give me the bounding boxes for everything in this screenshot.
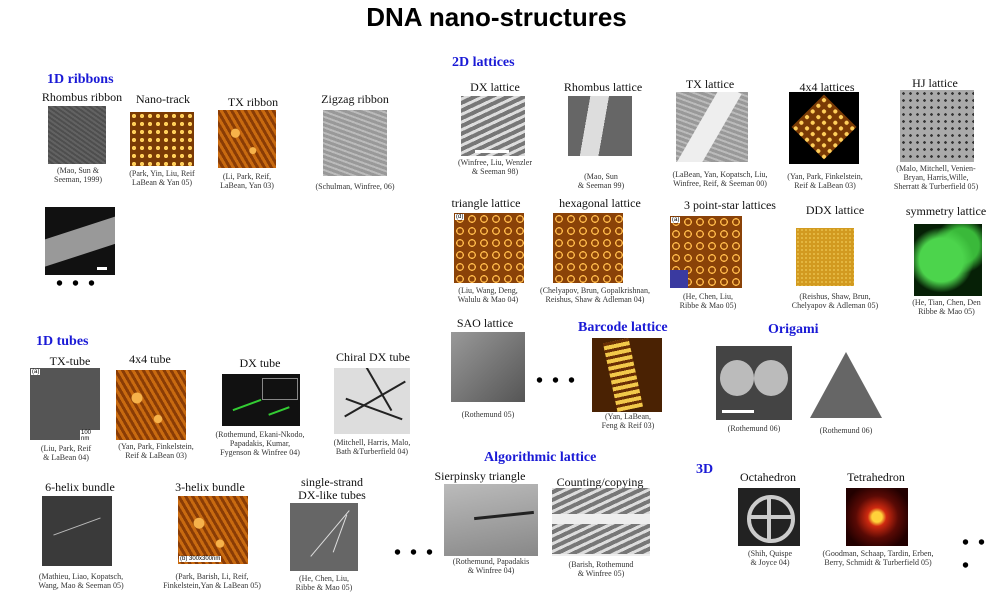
caption-4x4-lattices: (Yan, Park, Finkelstein, Reif & LaBean 0… [787, 172, 863, 190]
ellipsis-3d: • • • [962, 532, 988, 577]
ellipsis-tubes: • • • [394, 542, 436, 564]
label-symmetry-lattice: symmetry lattice [905, 204, 987, 218]
image-triangle-lattice: (d) [454, 213, 524, 283]
label-3-helix-bundle: 3-helix bundle [175, 480, 245, 494]
image-octahedron [738, 488, 800, 546]
image-tx-ribbon [218, 110, 276, 168]
image-chiral-dx-tube [334, 368, 410, 434]
section-3d: 3D [696, 462, 714, 477]
label-octahedron: Octahedron [740, 470, 796, 484]
label-chiral-dx-tube: Chiral DX tube [336, 350, 410, 364]
label-4x4-lattices: 4x4 lattices [799, 80, 855, 94]
image-origami-triangles [806, 350, 884, 422]
label-ddx-lattice: DDX lattice [805, 203, 865, 217]
image-origami-smiley [716, 346, 792, 420]
section-origami: Origami [768, 322, 819, 337]
image-counting-copying [552, 488, 650, 556]
label-tx-lattice: TX lattice [685, 77, 735, 91]
label-single-strand-dx-tubes: single-strand DX-like tubes [298, 475, 366, 502]
image-tx-tube: (a) 100 nm [30, 368, 100, 440]
section-1d-ribbons: 1D ribbons [47, 72, 114, 87]
section-1d-tubes: 1D tubes [36, 334, 89, 349]
caption-symmetry-lattice: (He, Tian, Chen, Den Ribbe & Mao 05) [912, 298, 981, 316]
image-6-helix-bundle [42, 496, 112, 566]
caption-chiral-dx-tube: (Mitchell, Harris, Malo, Bath &Turberfie… [333, 438, 411, 456]
caption-sao-lattice: (Rothemund 05) [461, 410, 515, 419]
image-hexagonal-lattice [553, 213, 623, 283]
caption-counting-copying: (Barish, Rothemund & Winfree 05) [568, 560, 634, 578]
image-tx-lattice [676, 92, 748, 162]
caption-dx-lattice: (Winfree, Liu, Wenzler & Seeman 98) [458, 158, 532, 176]
caption-single-strand-dx-tubes: (He, Chen, Liu, Ribbe & Mao 05) [295, 574, 353, 592]
image-rhombus-ribbon [48, 106, 106, 164]
label-4x4-tube: 4x4 tube [129, 352, 171, 366]
label-nano-track: Nano-track [136, 92, 190, 106]
caption-hj-lattice: (Malo, Mitchell, Venien- Bryan, Harris,W… [893, 164, 979, 191]
caption-hexagonal-lattice: (Chelyapov, Brun, Gopalkrishnan, Reishus… [540, 286, 650, 304]
caption-origami-2: (Rothemund 06) [819, 426, 873, 435]
caption-sierpinsky-triangle: (Rothemund, Papadakis & Winfree 04) [452, 557, 530, 575]
image-dx-tube [222, 374, 300, 426]
caption-dx-tube: (Rothemund, Ekani-Nkodo, Papadakis, Kuma… [215, 430, 305, 457]
caption-4x4-tube: (Yan, Park, Finkelstein, Reif & LaBean 0… [118, 442, 194, 460]
label-6-helix-bundle: 6-helix bundle [45, 480, 115, 494]
label-dx-lattice: DX lattice [470, 80, 520, 94]
image-tetrahedron [846, 488, 908, 546]
caption-3-helix-bundle: (Park, Barish, Li, Reif, Finkelstein,Yan… [163, 572, 261, 590]
caption-rhombus-lattice: (Mao, Sun & Seeman 99) [577, 172, 625, 190]
image-barcode-lattice [592, 338, 662, 412]
image-single-strand-dx-tubes [290, 503, 358, 571]
caption-origami-1: (Rothemund 06) [727, 424, 781, 433]
label-hexagonal-lattice: hexagonal lattice [559, 196, 641, 210]
caption-3-point-star-lattices: (He, Chen, Liu, Ribbe & Mao 05) [679, 292, 737, 310]
caption-octahedron: (Shih, Quispe & Joyce 04) [748, 549, 792, 567]
label-sao-lattice: SAO lattice [456, 316, 514, 330]
label-tetrahedron: Tetrahedron [847, 470, 905, 484]
label-tx-tube: TX-tube [49, 354, 91, 368]
caption-tx-tube: (Liu, Park, Reif & LaBean 04) [40, 444, 92, 462]
image-symmetry-lattice [914, 224, 982, 296]
ellipsis-ribbons: • • • [56, 273, 98, 295]
image-nano-track [130, 112, 194, 166]
page-title: DNA nano-structures [366, 2, 627, 32]
caption-6-helix-bundle: (Mathieu, Liao, Kopatsch, Wang, Mao & Se… [38, 572, 124, 590]
caption-zigzag-ribbon: (Schulman, Winfree, 06) [315, 182, 395, 191]
image-sierpinsky-triangle [444, 484, 538, 556]
caption-tx-lattice: (LaBean, Yan, Kopatsch, Liu, Winfree, Re… [672, 170, 768, 188]
image-3-point-star-lattices: (a) [670, 216, 742, 288]
section-algorithmic-lattice: Algorithmic lattice [484, 450, 597, 465]
label-3-point-star-lattices: 3 point-star lattices [684, 198, 776, 212]
image-4x4-lattices [789, 92, 859, 164]
image-sao-lattice [451, 332, 525, 402]
caption-rhombus-ribbon: (Mao, Sun & Seeman, 1999) [54, 166, 102, 184]
image-zigzag-ribbon [323, 110, 387, 176]
ellipsis-lattices: • • • [536, 370, 578, 392]
label-triangle-lattice: triangle lattice [451, 196, 521, 210]
caption-nano-track: (Park, Yin, Liu, Reif LaBean & Yan 05) [129, 169, 195, 187]
image-ddx-lattice [796, 228, 854, 286]
label-zigzag-ribbon: Zigzag ribbon [321, 92, 389, 106]
caption-tetrahedron: (Goodman, Schaap, Tardin, Erben, Berry, … [822, 549, 934, 567]
caption-tx-ribbon: (Li, Park, Reif, LaBean, Yan 03) [220, 172, 274, 190]
image-hj-lattice [900, 90, 974, 162]
image-3-helix-bundle: (b) 300x300nm [178, 496, 248, 564]
label-counting-copying: Counting/copying [556, 475, 644, 489]
section-barcode-lattice: Barcode lattice [578, 320, 668, 335]
caption-barcode-lattice: (Yan, LaBean, Feng & Reif 03) [601, 412, 655, 430]
caption-triangle-lattice: (Liu, Wang, Deng, Walulu & Mao 04) [457, 286, 519, 304]
caption-ddx-lattice: (Reishus, Shaw, Brun, Chelyapov & Adlema… [791, 292, 879, 310]
image-rhombus-lattice [568, 96, 632, 156]
image-dx-lattice [461, 96, 525, 156]
label-dx-tube: DX tube [239, 356, 281, 370]
image-4x4-tube [116, 370, 186, 440]
label-tx-ribbon: TX ribbon [227, 95, 279, 109]
label-hj-lattice: HJ lattice [912, 76, 958, 90]
image-ribbon-extra [45, 207, 115, 275]
label-rhombus-ribbon: Rhombus ribbon [41, 90, 123, 104]
label-rhombus-lattice: Rhombus lattice [563, 80, 643, 94]
label-sierpinsky-triangle: Sierpinsky triangle [434, 469, 526, 483]
section-2d-lattices: 2D lattices [452, 55, 515, 70]
